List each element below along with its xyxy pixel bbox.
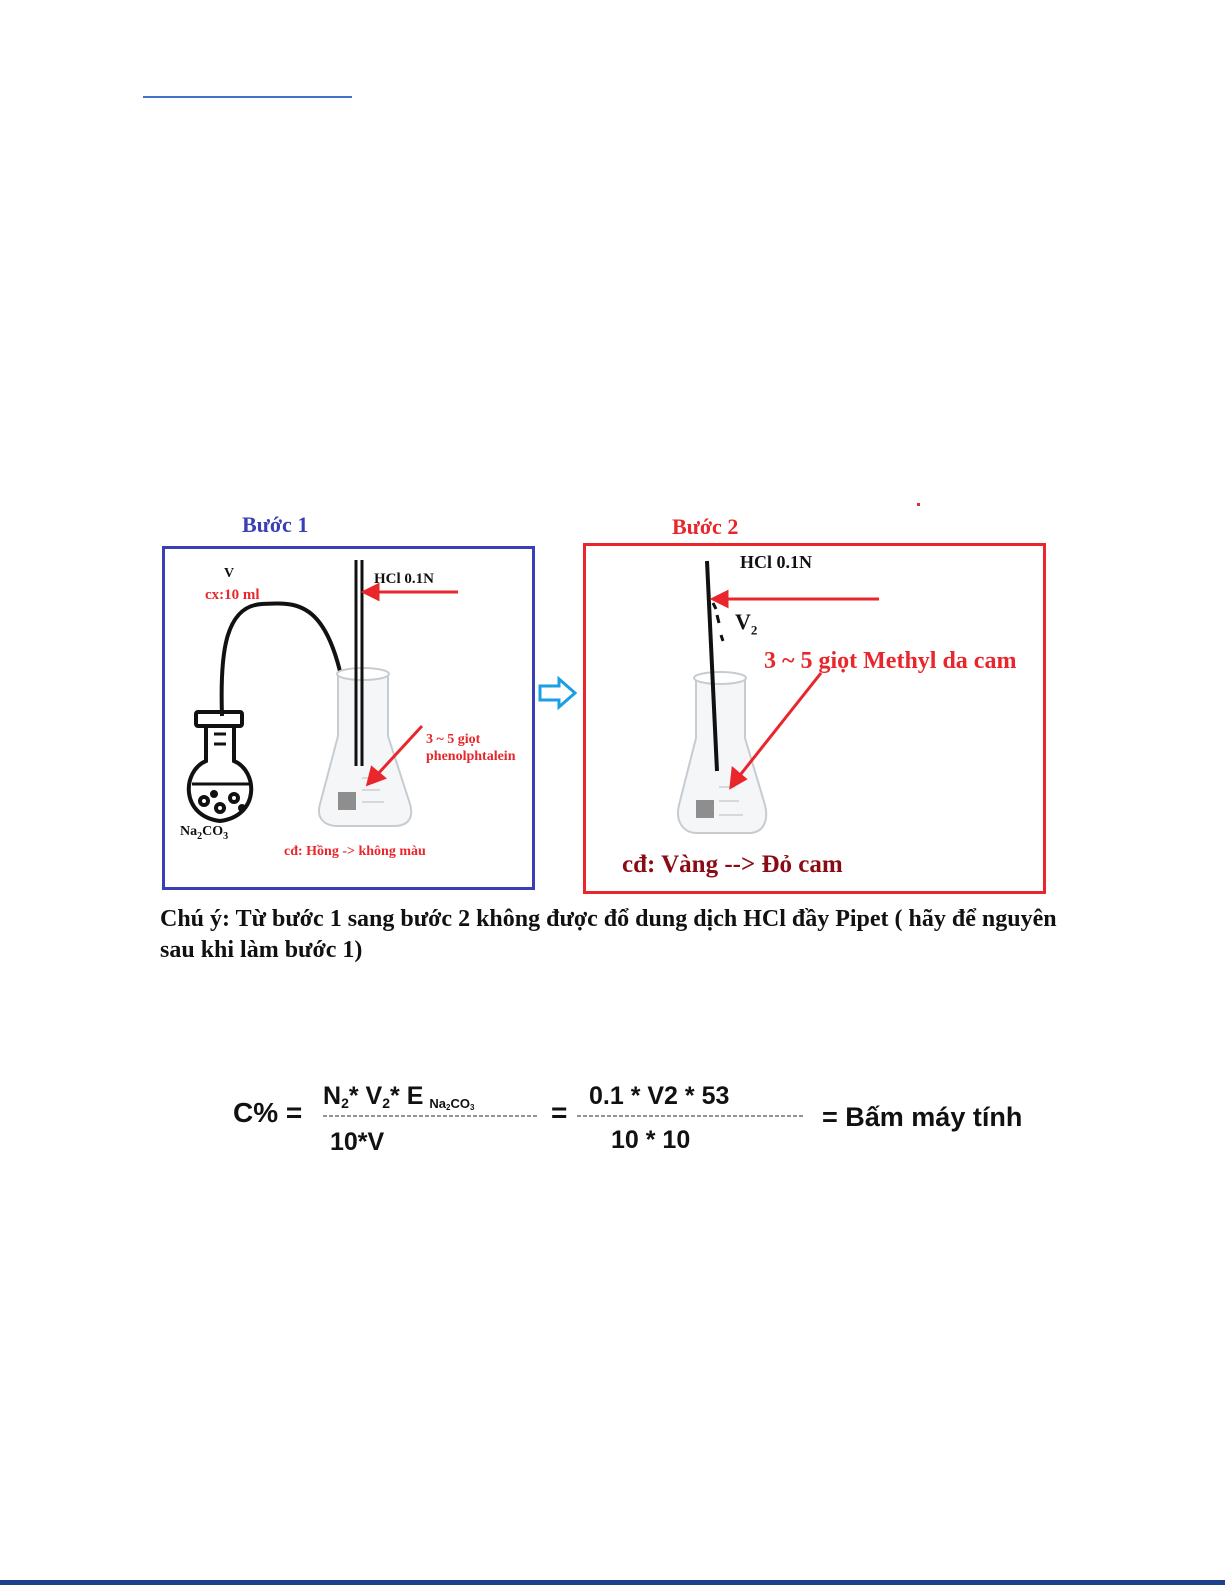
methyl-orange-label: 3 ~ 5 giọt Methyl da cam [764,648,1017,674]
v-label: V [224,566,235,581]
chem-sub: 3 [223,830,229,842]
red-arrow-icon [709,589,879,609]
step1-title: Bước 1 [242,512,309,537]
formula-rhs: = Bấm máy tính [822,1102,1022,1132]
red-arrow-icon [729,672,823,790]
transfer-tube [219,601,354,747]
formula-lhs: C% = [233,1097,302,1128]
step1-box [162,546,535,890]
erlenmeyer-flask-icon [318,667,413,827]
chem-co: CO [202,824,224,839]
footer-rule [0,1580,1225,1585]
indicator-label: 3 ~ 5 giọt phenolphtalein [426,731,515,765]
header-rule [143,96,352,98]
v2-sub: 2 [750,622,758,638]
step1-diagram [186,560,458,827]
formula-num2: 0.1 * V2 * 53 [589,1082,729,1110]
v2-main: V [735,609,751,634]
step1-endpoint: cđ: Hồng -> không màu [284,844,426,859]
step2-endpoint: cđ: Vàng --> Đỏ cam [622,851,843,878]
cx-label: cx:10 ml [205,587,260,603]
chem-sub: 2 [197,830,203,842]
pipette-line [705,560,719,772]
indicator-label-line2: phenolphtalein [426,749,516,764]
caution-note: Chú ý: Từ bước 1 sang bước 2 không được … [160,906,1057,963]
formula-den2: 10 * 10 [611,1126,690,1154]
volumetric-flask-icon [186,710,254,824]
v2-label: V2 [735,609,757,638]
chem-na: Na [180,824,198,839]
step2-box [583,543,1046,894]
formula-equals: = [551,1097,567,1128]
next-step-arrow-icon [538,676,578,710]
hcl-label: HCl 0.1N [374,571,434,587]
red-dot [917,503,920,506]
formula-den1: 10*V [330,1128,385,1156]
step2-title: Bước 2 [672,514,739,539]
step2-diagram [677,560,879,834]
red-arrow-icon [360,582,458,602]
step2-hcl-label: HCl 0.1N [740,552,812,572]
indicator-label-line1: 3 ~ 5 giọt [426,732,481,747]
red-arrow-icon [365,724,424,787]
drop-marks [711,602,725,642]
erlenmeyer-flask-icon [677,671,768,834]
na2co3-label: Na2CO3 [180,824,228,842]
